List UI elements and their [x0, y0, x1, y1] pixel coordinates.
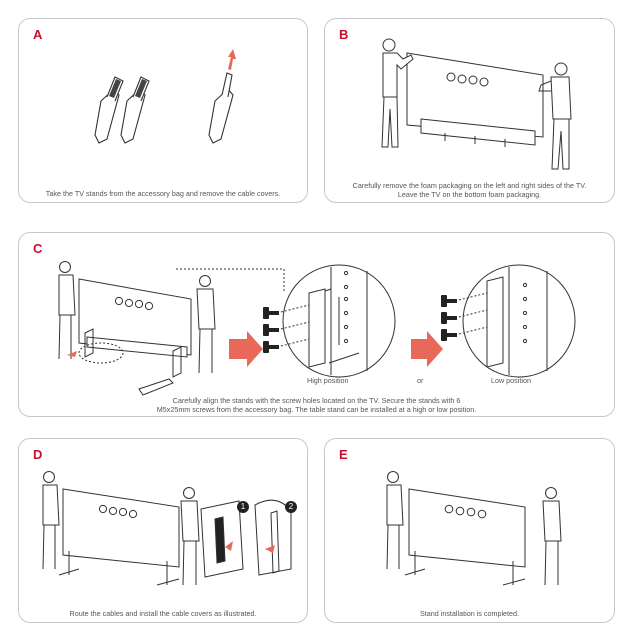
step-b-caption-line2: Leave the TV on the bottom foam packagin… — [333, 190, 606, 199]
step-c-caption-line1: Carefully align the stands with the scre… — [27, 396, 606, 405]
step-e-illustration — [325, 439, 616, 624]
step-c-caption-line2: M5x25mm screws from the accessory bag. T… — [27, 405, 606, 414]
step-c-caption: Carefully align the stands with the scre… — [27, 396, 606, 414]
step-d-badge-2: 2 — [285, 501, 297, 513]
step-a-illustration — [19, 19, 309, 204]
step-d-panel: D 1 2 Route the cables and install the c… — [18, 438, 308, 623]
step-d-illustration — [19, 439, 309, 624]
step-b-illustration — [325, 19, 616, 204]
step-e-panel: E Stand installation is completed. — [324, 438, 615, 623]
step-d-caption: Route the cables and install the cable c… — [27, 609, 299, 618]
step-b-caption: Carefully remove the foam packaging on t… — [333, 181, 606, 199]
label-or: or — [417, 376, 423, 385]
arrow-high — [229, 331, 263, 367]
step-a-panel: A Take the TV stands from the accessory … — [18, 18, 308, 203]
lift-arrow — [228, 49, 236, 70]
step-a-caption: Take the TV stands from the accessory ba… — [27, 189, 299, 198]
arrow-low — [411, 331, 443, 367]
step-e-caption: Stand installation is completed. — [333, 609, 606, 618]
step-c-illustration — [19, 233, 616, 418]
step-d-badge-1: 1 — [237, 501, 249, 513]
step-c-panel: C — [18, 232, 615, 417]
step-b-caption-line1: Carefully remove the foam packaging on t… — [333, 181, 606, 190]
label-high-position: High position — [307, 376, 349, 385]
label-low-position: Low position — [491, 376, 531, 385]
step-b-panel: B Carefully remove the foam packaging on… — [324, 18, 615, 203]
